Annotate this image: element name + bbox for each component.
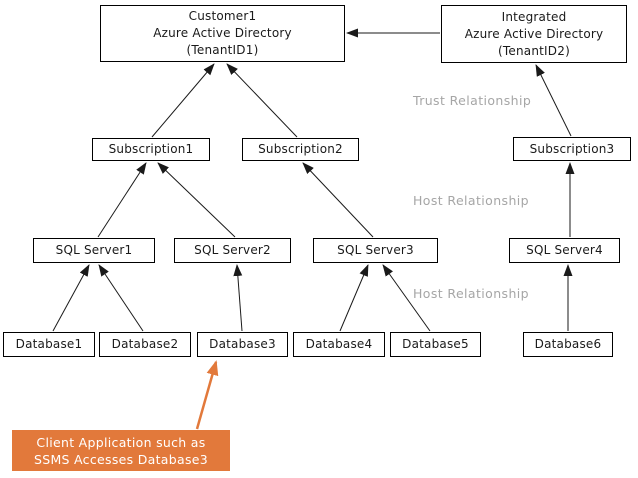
host-relationship-label-lower: Host Relationship bbox=[413, 286, 529, 301]
client-application-callout: Client Application such as SSMS Accesses… bbox=[12, 430, 230, 471]
arrow-db5-to-sql3 bbox=[382, 264, 431, 332]
arrow-db4-to-sql3 bbox=[339, 264, 369, 332]
sql-server4-box: SQL Server4 bbox=[509, 238, 620, 263]
host-relationship-label-upper: Host Relationship bbox=[413, 193, 529, 208]
database4-box: Database4 bbox=[293, 332, 385, 357]
tenant-box-integrated: Integrated Azure Active Directory (Tenan… bbox=[441, 5, 627, 63]
arrow-db1-to-sql1 bbox=[52, 264, 90, 332]
arrow-sql1-to-sub1 bbox=[97, 162, 147, 238]
tenant-box-customer1: Customer1 Azure Active Directory (Tenant… bbox=[100, 5, 345, 62]
tenant2-name: Integrated bbox=[501, 9, 567, 24]
sql-server1-box: SQL Server1 bbox=[33, 238, 155, 263]
subscription2-box: Subscription2 bbox=[242, 138, 359, 161]
trust-relationship-label: Trust Relationship bbox=[413, 93, 532, 108]
tenant2-id: (TenantID2) bbox=[498, 43, 570, 58]
sql-server2-box: SQL Server2 bbox=[174, 238, 291, 263]
database2-box: Database2 bbox=[99, 332, 191, 357]
arrow-sql3-to-sub2 bbox=[302, 162, 374, 238]
tenant1-name: Customer1 bbox=[188, 9, 257, 23]
subscription1-box: Subscription1 bbox=[92, 138, 210, 161]
arrow-sql2-to-sub1 bbox=[157, 162, 236, 238]
tenant2-directory: Azure Active Directory bbox=[464, 26, 604, 41]
arrow-db2-to-sql1 bbox=[98, 264, 144, 332]
database5-box: Database5 bbox=[390, 332, 481, 357]
database6-box: Database6 bbox=[523, 332, 613, 357]
arrow-db3-to-sql2 bbox=[233, 264, 243, 332]
tenant1-directory: Azure Active Directory bbox=[153, 26, 292, 40]
arrow-sub1-to-tenant1 bbox=[151, 63, 215, 138]
database3-box: Database3 bbox=[197, 332, 288, 357]
subscription3-box: Subscription3 bbox=[513, 137, 631, 161]
tenant1-id: (TenantID1) bbox=[186, 43, 259, 57]
arrow-sub3-to-tenant2 bbox=[535, 64, 572, 137]
arrow-client-to-db3 bbox=[195, 360, 219, 430]
arrow-sub2-to-tenant1 bbox=[226, 63, 298, 138]
sql-server3-box: SQL Server3 bbox=[313, 238, 438, 263]
callout-line2: SSMS Accesses Database3 bbox=[33, 451, 209, 467]
callout-line1: Client Application such as bbox=[36, 434, 206, 450]
database1-box: Database1 bbox=[3, 332, 95, 357]
